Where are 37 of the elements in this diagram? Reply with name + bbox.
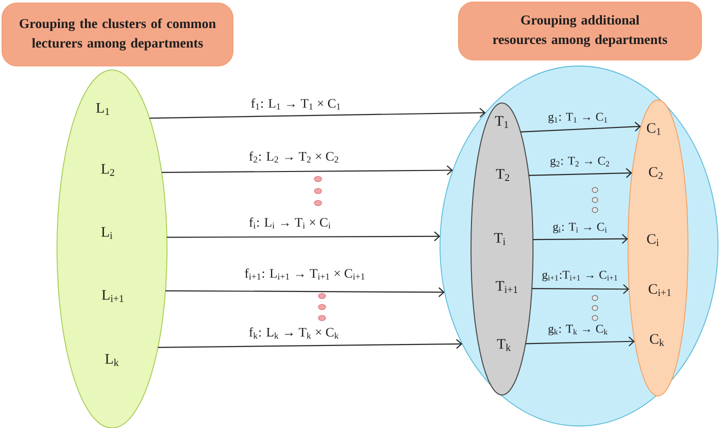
edge-label: f$_{i+1}$: L$_{i+1}$ → T$_{i+1}$ × C$_{i+1}$ <box>244 268 364 280</box>
arrow <box>532 234 628 244</box>
edge-label: f$_{k}$: L$_{k}$ → T$_{k}$ × C$_{k}$ <box>249 327 339 339</box>
edge-label: g$_{2}$: T$_{2}$ → C$_{2}$ <box>550 156 610 168</box>
element-label: C$_{1}$ <box>646 123 661 135</box>
title-box: Grouping the clusters of common lecturers among departments <box>2 2 234 66</box>
element-label: L$_{k}$ <box>105 354 119 366</box>
element-label: C$_{i}$ <box>647 234 659 246</box>
element-label: L$_{i+1}$ <box>102 290 124 302</box>
edge-label: g$_{k}$: T$_{k}$ → C$_{k}$ <box>548 324 608 336</box>
element-label: T$_{i}$ <box>494 233 506 245</box>
edge-label: g$_{i}$: T$_{i}$ → C$_{i}$ <box>553 222 607 234</box>
element-label: T$_{2}$ <box>496 169 510 181</box>
arrow <box>158 339 462 349</box>
edge-label: f$_{2}$: L$_{2}$ → T$_{2}$ × C$_{2}$ <box>249 151 338 163</box>
edge-label: f$_{1}$: L$_{1}$ → T$_{1}$ × C$_{1}$ <box>251 98 340 110</box>
title-box: Grouping additional resources among departments <box>458 2 702 60</box>
element-label: L$_{2}$ <box>101 164 114 176</box>
arrow <box>526 336 635 346</box>
element-label: T$_{1}$ <box>495 116 508 128</box>
element-label: T$_{k}$ <box>497 339 511 351</box>
element-label: L$_{i}$ <box>101 227 112 239</box>
element-label: L$_{1}$ <box>96 103 110 115</box>
edge-label: f$_{i}$: L$_{i}$ → T$_{i}$ × C$_{i}$ <box>249 217 330 229</box>
arrow <box>520 122 641 133</box>
element-label: C$_{i+1}$ <box>648 284 671 296</box>
arrow <box>150 108 486 119</box>
element-label: C$_{k}$ <box>650 334 664 346</box>
edge-label: g$_{i+1}$:T$_{i+1}$ → C$_{i+1}$ <box>542 270 618 282</box>
arrow <box>165 287 445 298</box>
arrow <box>162 165 453 176</box>
arrow <box>528 168 632 178</box>
element-label: T$_{i+1}$ <box>496 281 518 293</box>
element-label: C$_{2}$ <box>648 167 663 179</box>
edge-label: g$_{1}$: T$_{1}$ → C$_{1}$ <box>548 112 608 124</box>
arrow <box>166 231 440 242</box>
arrow <box>532 284 630 294</box>
